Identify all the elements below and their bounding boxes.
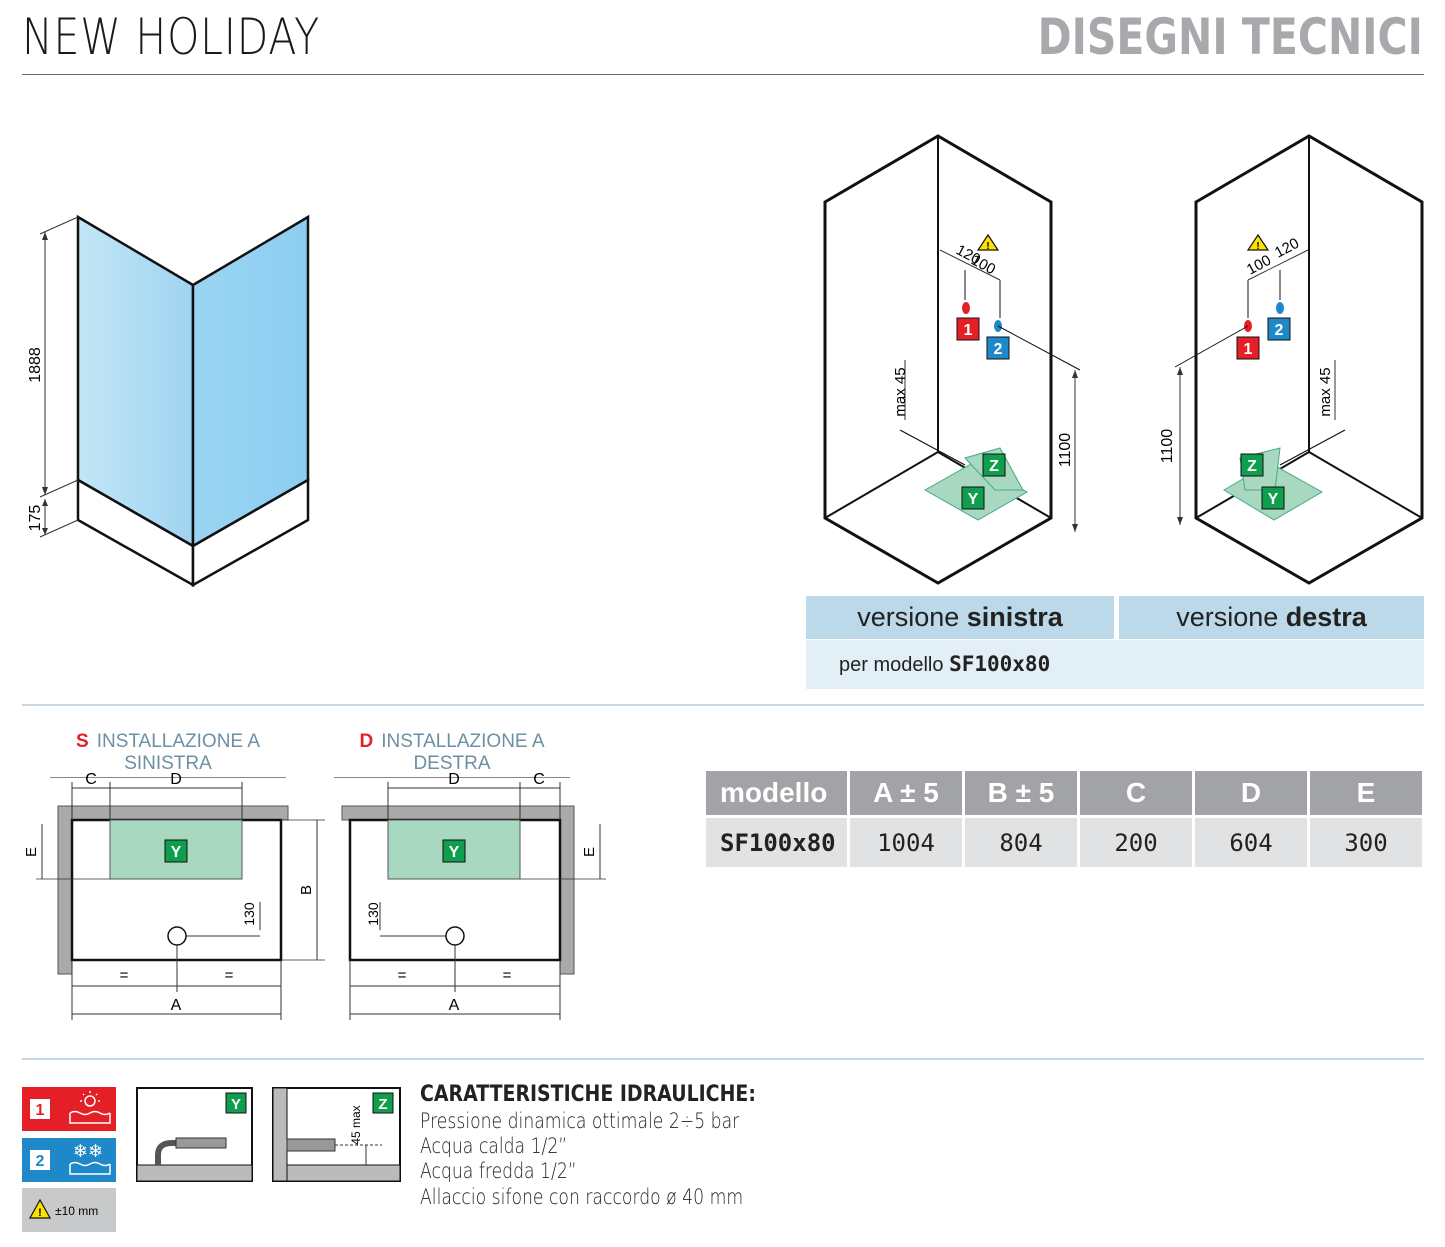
- section-title: DISEGNI TECNICI: [1037, 8, 1423, 66]
- sun-icon: [69, 1091, 111, 1124]
- hydraulics-line: Acqua calda 1/2”: [420, 1134, 568, 1158]
- iso-right-y: Y: [1268, 491, 1279, 508]
- cabin-elevation: 1888 175: [27, 214, 310, 588]
- install-left-eq-2: =: [225, 967, 234, 984]
- height-total-label: 1888: [27, 347, 44, 383]
- iso-right-diagram: max 45 100 120 ! 1100 1 2 Z Y: [1159, 134, 1424, 585]
- iso-right-marker-2: 2: [1275, 322, 1284, 339]
- hydraulics-line: Allaccio sifone con raccordo ø 40 mm: [420, 1185, 744, 1209]
- install-left-label: INSTALLAZIONE A SINISTRA: [96, 731, 260, 774]
- hydraulics-title: CARATTERISTICHE IDRAULICHE:: [420, 1082, 756, 1107]
- install-right-a: A: [449, 997, 460, 1014]
- table-header: A ± 5: [850, 771, 962, 815]
- model-name: SF100x80: [949, 652, 1051, 676]
- section-divider-2: [22, 1058, 1424, 1060]
- table-cell: 300: [1310, 818, 1422, 867]
- version-right-prefix: versione: [1176, 602, 1279, 632]
- z-detail-max: 45 max: [349, 1105, 363, 1144]
- version-right-band: versione destra: [1119, 596, 1424, 639]
- svg-text:!: !: [1256, 241, 1259, 252]
- dimensions-table: modello A ± 5 B ± 5 C D E SF100x80 1004 …: [703, 768, 1425, 870]
- iso-right-marker-1: 1: [1244, 341, 1253, 358]
- install-right-y: Y: [449, 844, 460, 861]
- install-right-eq-2: =: [503, 967, 512, 984]
- legend-tolerance: ±10 mm: [55, 1204, 98, 1218]
- iso-left-diagram: max 45 120 100 ! 1100 1 2 Z Y: [823, 134, 1081, 585]
- install-right-eq-1: =: [398, 967, 407, 984]
- hydraulics-line: Acqua fredda 1/2”: [420, 1159, 577, 1183]
- table-row: SF100x80 1004 804 200 604 300: [706, 818, 1422, 867]
- legend-column: 1 2 ❄❄ ! ±10 mm: [22, 1087, 116, 1232]
- y-connection-detail: Y: [136, 1087, 253, 1182]
- svg-text:!: !: [38, 1207, 42, 1219]
- install-right-e: E: [581, 847, 598, 857]
- install-right-drain: 130: [365, 902, 381, 926]
- table-header: B ± 5: [965, 771, 1077, 815]
- svg-text:❄❄: ❄❄: [73, 1141, 103, 1161]
- install-left-letter: S: [76, 731, 89, 752]
- y-detail-label: Y: [231, 1096, 241, 1113]
- install-left-eq-1: =: [120, 967, 129, 984]
- install-right-plan: Y 130 D C E = = A: [341, 771, 606, 1020]
- iso-left-marker-2: 2: [994, 341, 1003, 358]
- section-divider-1: [22, 704, 1424, 706]
- version-left-band: versione sinistra: [806, 596, 1114, 639]
- table-cell: 1004: [850, 818, 962, 867]
- iso-right-height: 1100: [1159, 429, 1176, 464]
- install-right-label: INSTALLAZIONE A DESTRA: [381, 731, 545, 774]
- table-header: C: [1080, 771, 1192, 815]
- install-right-d: D: [448, 771, 460, 788]
- legend-hot-number: 1: [36, 1102, 45, 1119]
- install-left-a: A: [171, 997, 182, 1014]
- model-prefix: per modello: [839, 654, 944, 676]
- legend-cold-number: 2: [36, 1153, 45, 1170]
- iso-left-max: max 45: [892, 367, 909, 416]
- version-right-name: destra: [1285, 602, 1367, 632]
- iso-left-y: Y: [968, 491, 979, 508]
- iso-left-height: 1100: [1057, 433, 1074, 468]
- height-base-label: 175: [27, 505, 44, 532]
- warning-icon: [976, 233, 1000, 251]
- iso-left-z: Z: [989, 458, 999, 475]
- header-divider: [22, 74, 1424, 75]
- version-left-name: sinistra: [966, 602, 1063, 632]
- install-left-d: D: [170, 771, 182, 788]
- model-band: per modello SF100x80: [806, 640, 1424, 689]
- table-header: modello: [706, 771, 847, 815]
- table-cell: 200: [1080, 818, 1192, 867]
- iso-left-marker-1: 1: [964, 322, 973, 339]
- install-right-title: D INSTALLAZIONE A DESTRA: [334, 731, 570, 778]
- install-left-plan: Y 130 C D E B = = A: [23, 771, 325, 1020]
- z-connection-detail: Z 45 max: [272, 1087, 401, 1182]
- z-detail-label: Z: [378, 1096, 387, 1113]
- table-header: E: [1310, 771, 1422, 815]
- install-left-b: B: [298, 885, 315, 895]
- snowflake-icon: ❄❄: [69, 1141, 111, 1175]
- install-right-c: C: [533, 771, 545, 788]
- svg-text:!: !: [986, 241, 989, 252]
- brand-title: NEW HOLIDAY: [22, 8, 320, 66]
- table-cell: 604: [1195, 818, 1307, 867]
- install-left-title: S INSTALLAZIONE A SINISTRA: [50, 731, 286, 778]
- table-cell: 804: [965, 818, 1077, 867]
- table-header: D: [1195, 771, 1307, 815]
- install-left-y: Y: [171, 844, 182, 861]
- install-right-letter: D: [359, 731, 374, 752]
- version-left-prefix: versione: [857, 602, 960, 632]
- warning-tolerance-icon: [28, 1198, 52, 1219]
- hydraulics-line: Pressione dinamica ottimale 2÷5 bar: [420, 1109, 740, 1133]
- iso-right-z: Z: [1247, 458, 1257, 475]
- warning-icon-right: [1246, 233, 1270, 251]
- iso-right-max: max 45: [1317, 367, 1334, 416]
- table-cell: SF100x80: [706, 818, 847, 867]
- install-left-c: C: [85, 771, 97, 788]
- install-left-drain: 130: [241, 902, 257, 926]
- install-left-e: E: [23, 847, 40, 857]
